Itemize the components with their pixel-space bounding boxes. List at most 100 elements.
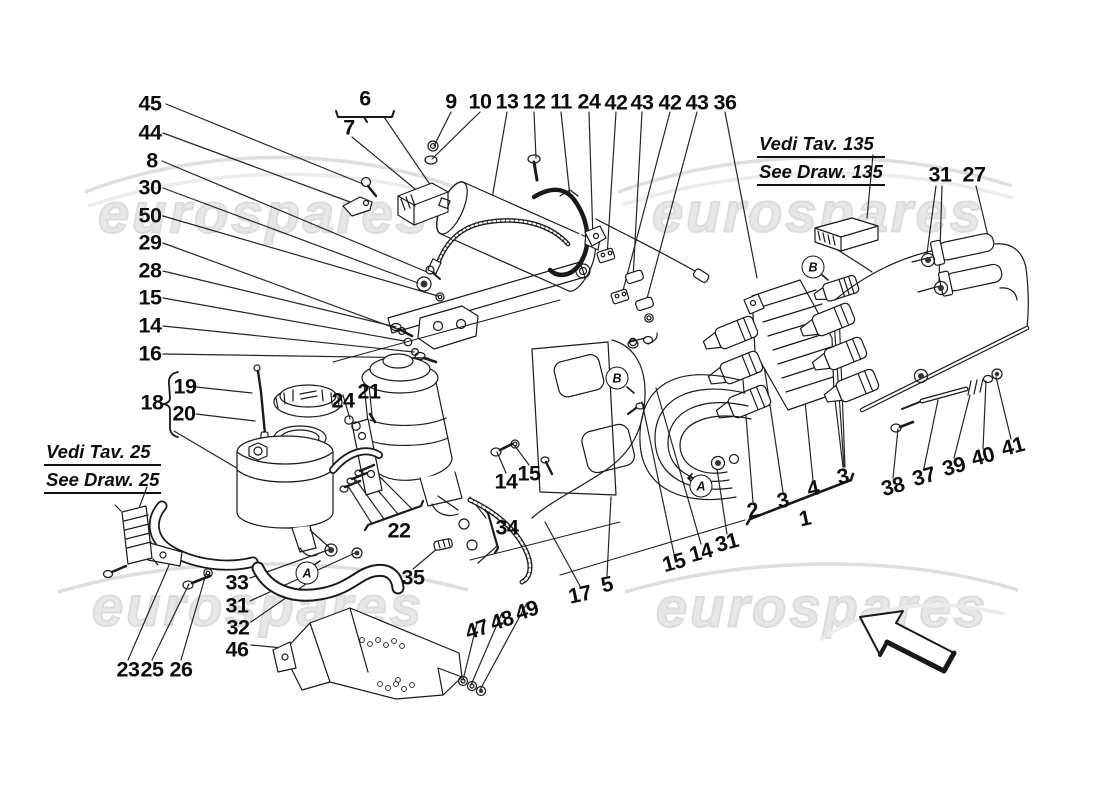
hose-32 xyxy=(251,561,405,602)
tie-rod-37-41 xyxy=(901,368,1003,410)
part-callout-16[interactable]: 16 xyxy=(138,341,162,366)
part-callout-24[interactable]: 24 xyxy=(331,388,355,413)
fitting-50 xyxy=(435,292,445,302)
shield-texture xyxy=(359,637,415,692)
detail-marker-A-0: A xyxy=(295,561,319,585)
part-callout-32[interactable]: 32 xyxy=(226,615,250,640)
part-callout-44[interactable]: 44 xyxy=(138,120,162,145)
part-callout-6[interactable]: 6 xyxy=(359,86,371,111)
part-callout-43[interactable]: 43 xyxy=(685,90,709,115)
hose-seals-33-31 xyxy=(324,543,363,559)
mounting-plate-5 xyxy=(531,341,645,496)
part-callout-30[interactable]: 30 xyxy=(138,175,162,200)
pump-bracket-21-22 xyxy=(339,418,383,496)
detail-marker-A-1: A xyxy=(689,474,713,498)
mounting-rail xyxy=(387,261,586,350)
heat-shield-46 xyxy=(272,607,463,700)
bolt-38 xyxy=(890,420,915,433)
part-callout-8[interactable]: 8 xyxy=(146,148,158,173)
solenoid-valves xyxy=(702,274,880,419)
clamp-44 xyxy=(342,196,373,217)
reservoir-tank xyxy=(236,425,334,557)
fittings-14-15-centre xyxy=(490,439,520,457)
part-callout-9[interactable]: 9 xyxy=(445,89,457,114)
dampers-27 xyxy=(834,233,1029,329)
part-callout-18[interactable]: 18 xyxy=(140,390,164,415)
part-callout-13[interactable]: 13 xyxy=(495,89,519,114)
part-callout-15[interactable]: 15 xyxy=(517,461,541,486)
part-callout-28[interactable]: 28 xyxy=(138,258,162,283)
connector-cluster xyxy=(596,247,654,347)
part-callout-27[interactable]: 27 xyxy=(962,162,986,187)
detail-marker-B-3: B xyxy=(801,255,825,279)
washers-47-48-49 xyxy=(457,675,487,697)
see-draw-135-note: Vedi Tav. 135 See Draw. 135 xyxy=(757,133,885,189)
part-callout-25[interactable]: 25 xyxy=(140,657,164,682)
see-draw-25-line2: See Draw. 25 xyxy=(44,469,162,494)
plate-pipe xyxy=(531,332,658,519)
washer-26 xyxy=(203,568,213,578)
part-callout-35[interactable]: 35 xyxy=(401,565,425,590)
power-steering-pump xyxy=(361,353,478,551)
part-callout-23[interactable]: 23 xyxy=(116,657,140,682)
part-callout-42[interactable]: 42 xyxy=(658,90,682,115)
part-callout-11[interactable]: 11 xyxy=(550,89,572,114)
part-callout-10[interactable]: 10 xyxy=(468,89,492,114)
part-callout-34[interactable]: 34 xyxy=(495,515,519,540)
reservoir-cap-19 xyxy=(273,384,343,418)
part-callout-50[interactable]: 50 xyxy=(138,203,162,228)
curved-fitting-24 xyxy=(329,412,383,474)
bolt-45 xyxy=(360,176,378,198)
ribbed-pad-vedi25 xyxy=(114,504,159,566)
nut-8 xyxy=(425,265,441,280)
bolt-vedi25 xyxy=(102,564,128,579)
part-callout-33[interactable]: 33 xyxy=(225,570,249,595)
bolt-12 xyxy=(527,154,541,182)
see-draw-25-line1: Vedi Tav. 25 xyxy=(44,441,162,466)
part-callout-29[interactable]: 29 xyxy=(138,230,162,255)
washer-10 xyxy=(424,155,438,165)
strap-tab-24 xyxy=(584,225,607,247)
braided-hose-17 xyxy=(467,497,533,585)
leader-lines xyxy=(127,103,1012,691)
hose-13 xyxy=(427,218,571,275)
valve-block xyxy=(743,279,835,411)
see-draw-135-line2: See Draw. 135 xyxy=(757,161,885,186)
part-callout-14[interactable]: 14 xyxy=(494,469,518,494)
pipe-to-valve-block xyxy=(595,218,710,283)
chassis-lines xyxy=(332,299,746,576)
part-callout-21[interactable]: 21 xyxy=(357,379,381,404)
part-callout-31[interactable]: 31 xyxy=(225,593,249,618)
part-callout-36[interactable]: 36 xyxy=(713,90,737,115)
part-callout-22[interactable]: 22 xyxy=(387,518,411,543)
part-callout-42[interactable]: 42 xyxy=(604,90,628,115)
sleeve-35 xyxy=(433,538,453,551)
part-callout-12[interactable]: 12 xyxy=(522,89,546,114)
control-unit-box xyxy=(397,182,451,226)
part-callout-43[interactable]: 43 xyxy=(630,90,654,115)
see-draw-135-line1: Vedi Tav. 135 xyxy=(757,133,885,158)
part-callout-20[interactable]: 20 xyxy=(172,401,196,426)
part-callout-14[interactable]: 14 xyxy=(138,313,162,338)
part-callout-15[interactable]: 15 xyxy=(138,285,162,310)
part-callout-45[interactable]: 45 xyxy=(138,91,162,116)
hex-cap xyxy=(248,442,268,461)
part-callout-7[interactable]: 7 xyxy=(343,115,355,140)
hydraulic-pipe xyxy=(859,325,1030,413)
nut-9 xyxy=(427,140,439,152)
group-brackets xyxy=(162,110,855,555)
detail-marker-B-2: B xyxy=(605,366,629,390)
navigation-arrow xyxy=(859,610,957,674)
see-draw-25-note: Vedi Tav. 25 See Draw. 25 xyxy=(44,441,162,497)
grommet-30 xyxy=(416,276,432,292)
part-callout-26[interactable]: 26 xyxy=(169,657,193,682)
part-callout-31[interactable]: 31 xyxy=(928,162,952,187)
part-callout-19[interactable]: 19 xyxy=(173,374,197,399)
part-callout-24[interactable]: 24 xyxy=(577,89,601,114)
part-callout-46[interactable]: 46 xyxy=(225,637,249,662)
support-strap-23 xyxy=(147,500,259,571)
